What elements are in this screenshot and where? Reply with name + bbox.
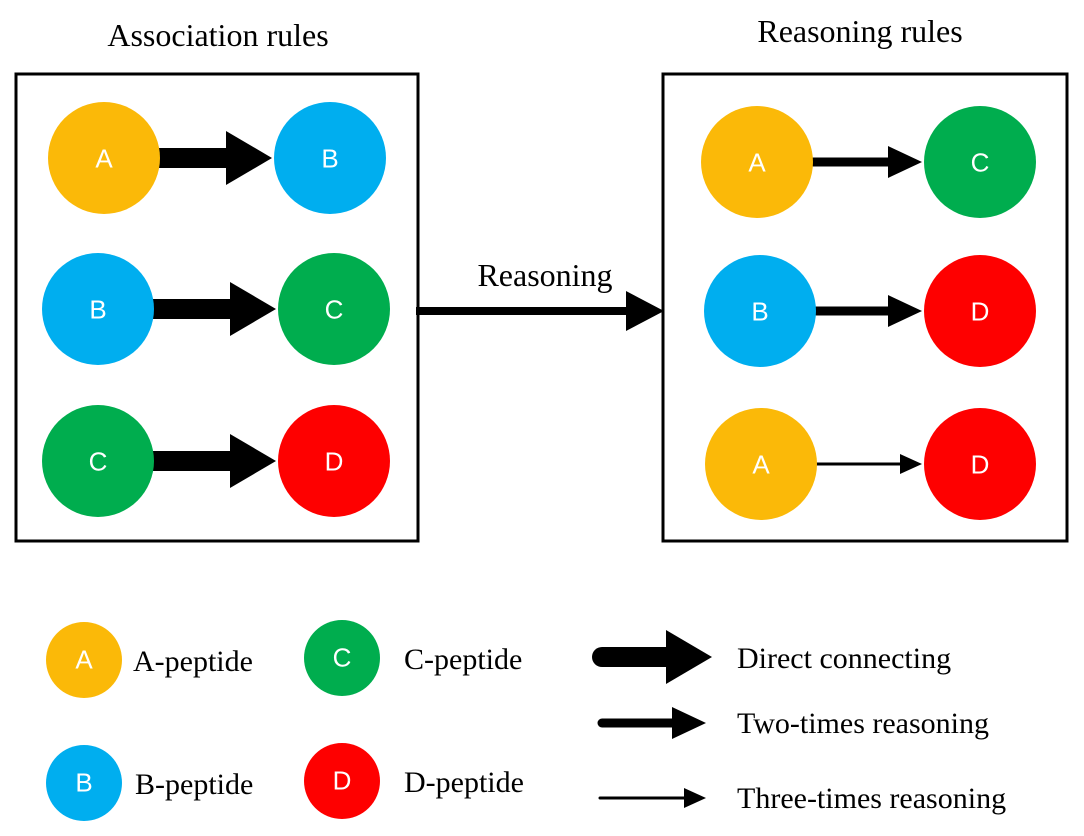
association-arrow-2 [140, 282, 276, 336]
node-letter: D [971, 296, 990, 326]
node-letter: D [325, 446, 344, 476]
reasoning-node-c-1: C [924, 106, 1036, 218]
association-rules-title: Association rules [107, 17, 328, 53]
node-letter: B [751, 296, 768, 326]
reasoning-arrow [416, 291, 664, 331]
reasoning-label: Reasoning [477, 257, 612, 293]
association-node-b-2: B [42, 253, 154, 365]
legend-node-d: D [304, 743, 380, 819]
legend-node-c: C [304, 620, 380, 696]
reasoning-node-b-2: B [704, 255, 816, 367]
reasoning-arrow-2 [811, 295, 922, 327]
reasoning-node-d-2: D [924, 255, 1036, 367]
reasoning-node-d-3: D [924, 408, 1036, 520]
legend-arrow-label-3: Three-times reasoning [737, 782, 1006, 815]
node-letter: B [89, 294, 106, 324]
node-letter: D [333, 766, 352, 796]
node-letter: D [971, 449, 990, 479]
reasoning-rules-group: A C B D A D [701, 106, 1036, 520]
association-arrow-1 [146, 131, 272, 185]
node-letter: C [333, 643, 352, 673]
association-node-c-3: C [42, 405, 154, 517]
node-letter: B [75, 768, 92, 798]
node-letter: C [971, 147, 990, 177]
legend-node-b: B [46, 745, 122, 821]
node-letter: C [325, 294, 344, 324]
reasoning-arrow-3 [815, 454, 922, 474]
legend-item-c-peptide: C C-peptide [304, 620, 522, 696]
legend-arrow-medium [597, 707, 706, 739]
legend-arrow-label-2: Two-times reasoning [737, 707, 989, 740]
association-rules-group: A B B C C D [42, 102, 390, 517]
legend-arrow-thin [598, 788, 706, 808]
legend-arrow-item-2: Two-times reasoning [597, 707, 989, 740]
reasoning-rules-title: Reasoning rules [757, 13, 962, 49]
node-letter: A [75, 645, 93, 675]
legend-node-a: A [46, 622, 122, 698]
legend-label-c: C-peptide [404, 643, 522, 676]
legend-item-d-peptide: D D-peptide [304, 743, 524, 819]
reasoning-rules-box [661, 72, 1069, 543]
association-node-a-1: A [48, 102, 160, 214]
node-letter: B [321, 143, 338, 173]
association-arrow-3 [140, 434, 276, 488]
legend-label-a: A-peptide [133, 645, 253, 678]
legend-arrow-thick [592, 630, 712, 684]
node-letter: A [752, 449, 770, 479]
legend-arrow-item-3: Three-times reasoning [598, 782, 1006, 815]
legend-arrow-item-1: Direct connecting [592, 630, 951, 684]
legend-arrow-label-1: Direct connecting [737, 642, 951, 675]
legend-item-b-peptide: B B-peptide [46, 745, 253, 821]
node-letter: A [95, 143, 113, 173]
legend-item-a-peptide: A A-peptide [46, 622, 253, 698]
node-letter: A [748, 147, 766, 177]
legend-label-b: B-peptide [135, 768, 253, 801]
association-node-b-1: B [274, 102, 386, 214]
reasoning-node-a-1: A [701, 106, 813, 218]
reasoning-node-a-3: A [705, 408, 817, 520]
legend-label-d: D-peptide [404, 766, 524, 799]
association-node-c-2: C [278, 253, 390, 365]
reasoning-arrow-1 [808, 146, 922, 178]
node-letter: C [89, 446, 108, 476]
association-node-d-3: D [278, 405, 390, 517]
